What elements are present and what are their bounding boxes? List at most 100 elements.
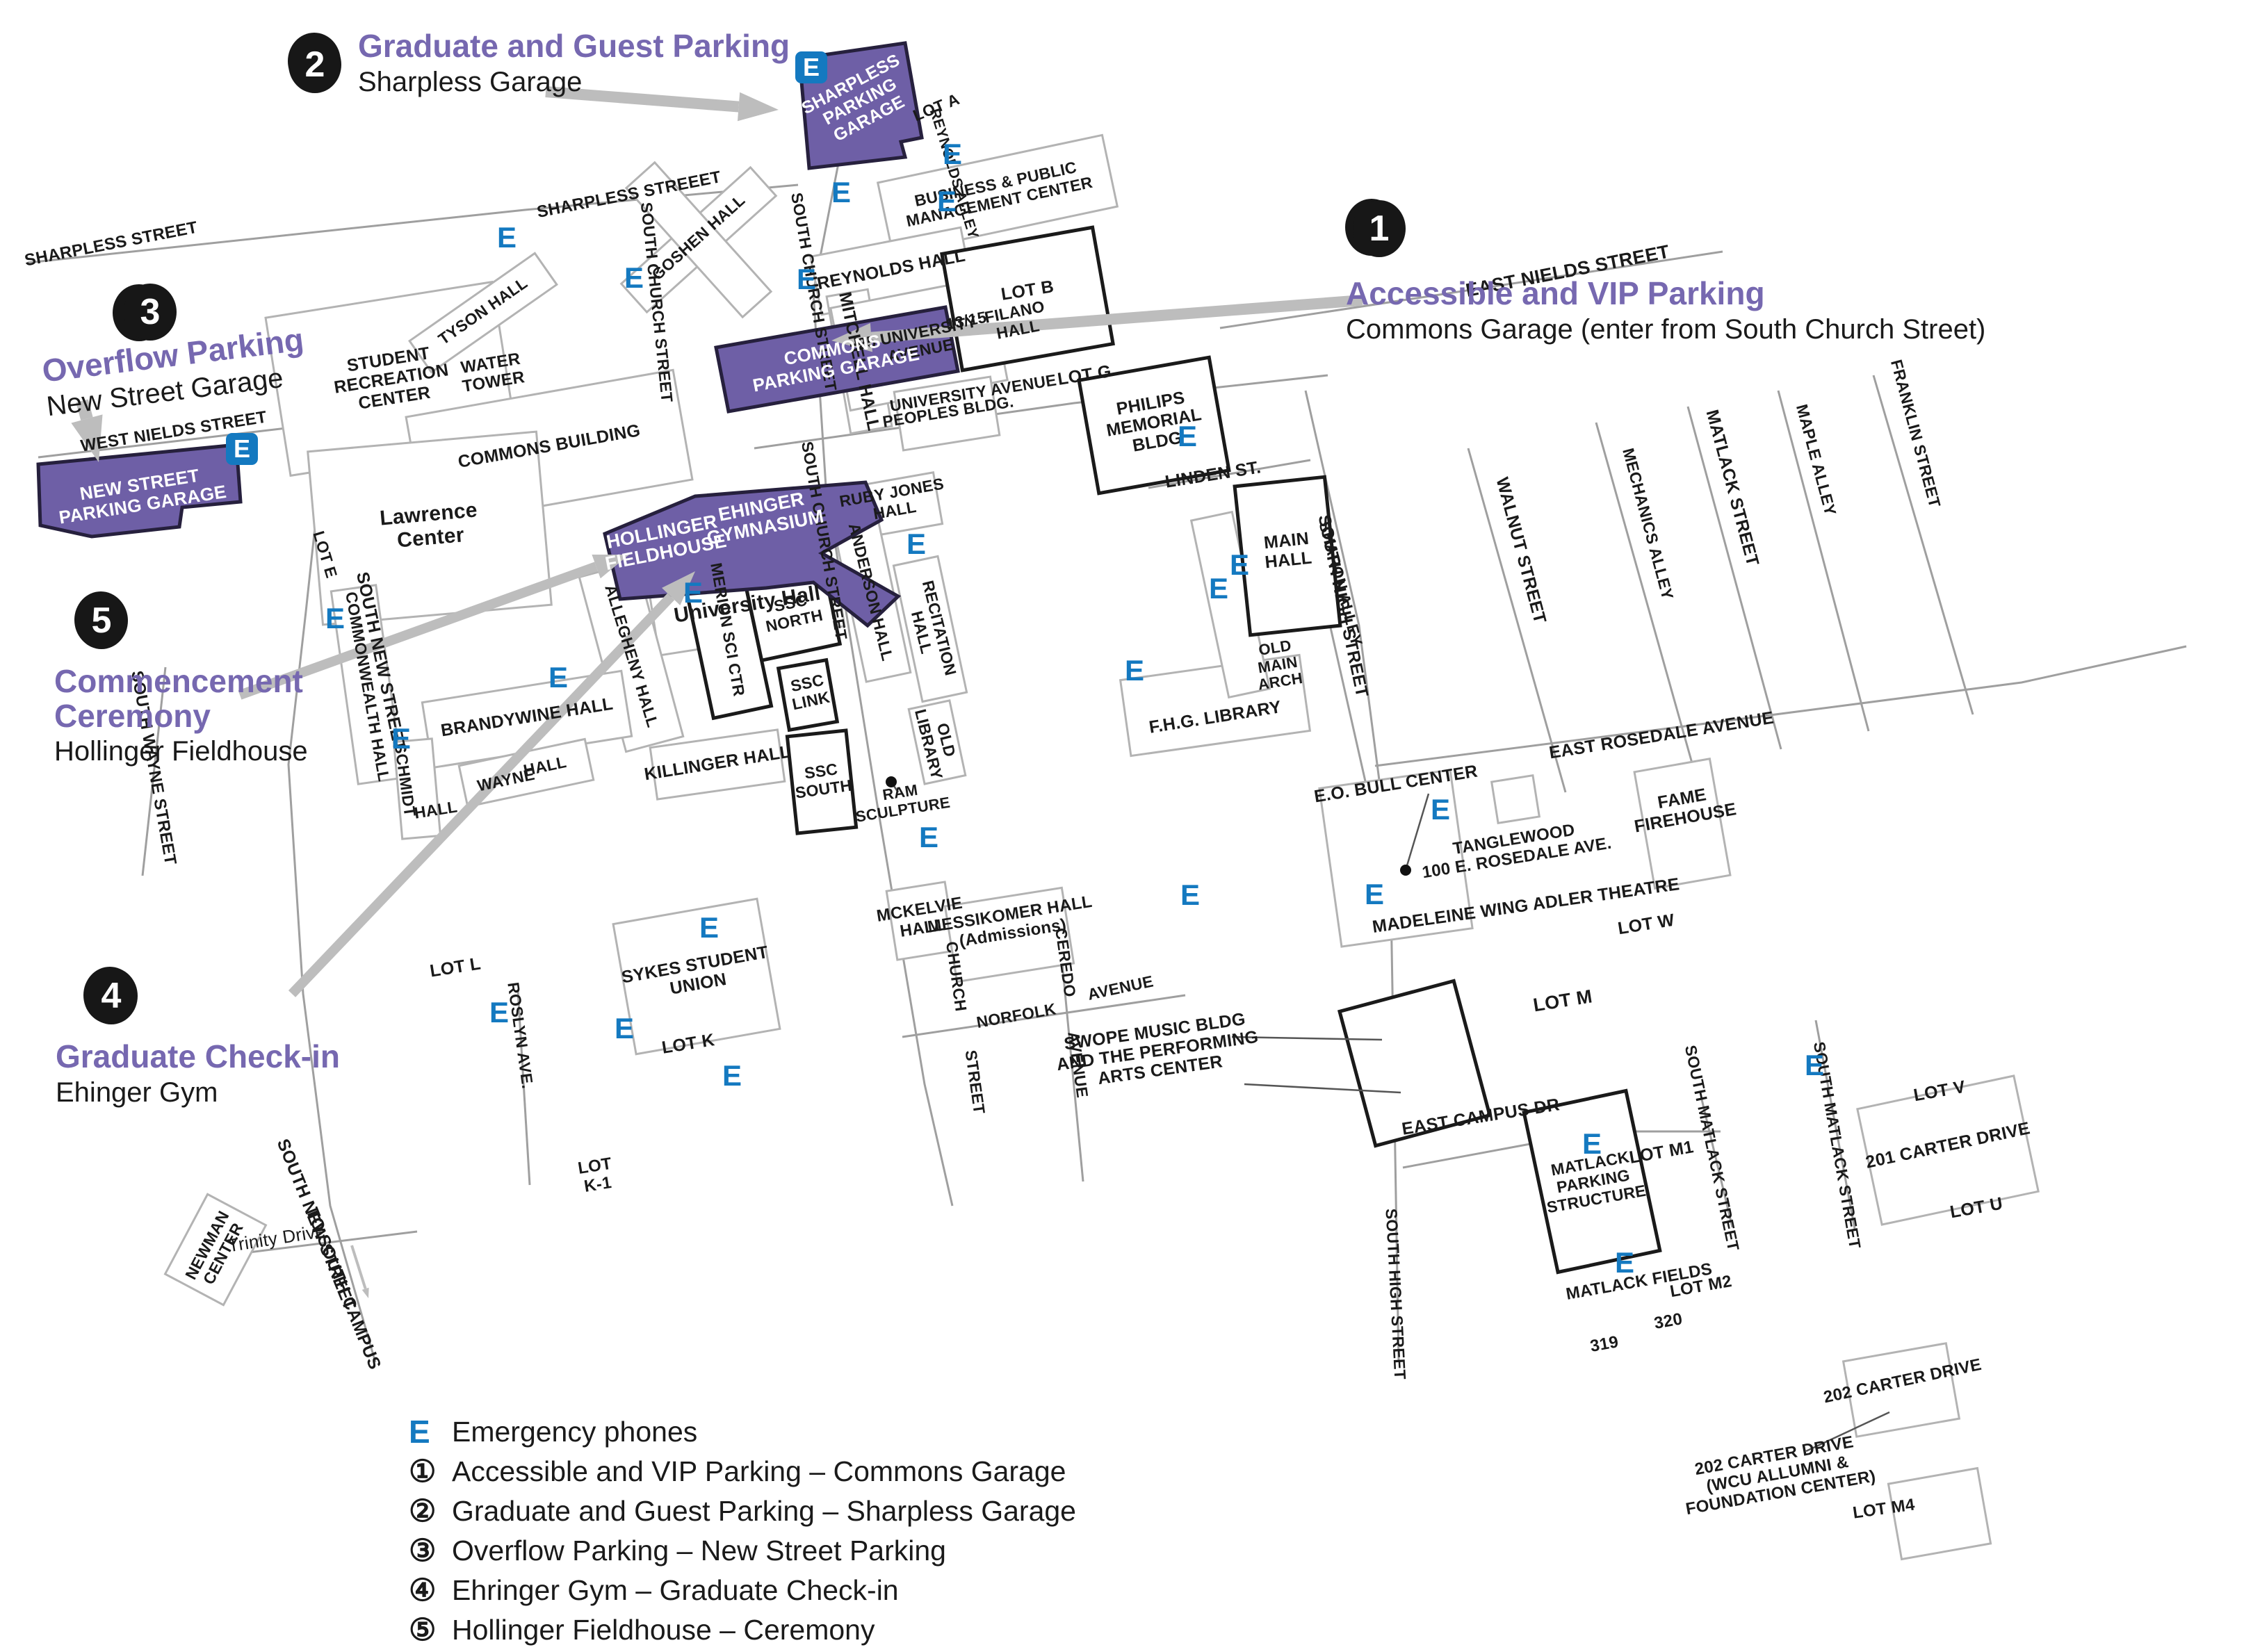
building-outline	[893, 375, 1001, 452]
emergency-phone-marker: E	[699, 911, 719, 944]
building-outline	[1490, 774, 1541, 825]
building-outline	[649, 728, 786, 801]
emergency-phone-icon: E	[409, 1414, 430, 1450]
callout-arrow	[76, 399, 93, 420]
legend-row-5: ⑤ Hollinger Fieldhouse – Ceremony	[409, 1613, 1076, 1647]
callout-title: Graduate Check-in	[56, 1038, 340, 1074]
callout-number-badge: 4	[85, 967, 138, 1024]
building-outline	[1887, 1466, 1992, 1561]
callout-title: Accessible and VIP Parking	[1346, 275, 1765, 311]
road	[248, 1230, 418, 1254]
callout-number-badge: 3	[124, 284, 177, 341]
callout-number-badge: 5	[75, 592, 128, 649]
road	[517, 990, 531, 1186]
building-outline	[624, 161, 773, 319]
road	[1686, 406, 1782, 750]
road	[1467, 448, 1567, 793]
callout-number-badge: 2	[288, 36, 341, 93]
leader-line	[1244, 1083, 1401, 1094]
emergency-phone-marker: E	[936, 185, 957, 218]
callout-arrow-head	[592, 554, 629, 579]
building-outline	[1522, 1088, 1662, 1275]
legend-row-2: ② Graduate and Guest Parking – Sharpless…	[409, 1494, 1076, 1528]
building-outline	[1841, 1342, 1961, 1438]
emergency-phone-marker: E	[325, 602, 345, 635]
building-outline	[163, 1193, 268, 1307]
legend-label: Overflow Parking – New Street Parking	[452, 1534, 946, 1567]
building-outline	[776, 657, 840, 733]
building-outline	[785, 728, 859, 835]
leader-dot	[1400, 865, 1411, 876]
road	[1872, 375, 1974, 715]
legend-row-4: ④ Ehringer Gym – Graduate Check-in	[409, 1573, 1076, 1608]
building-outline	[940, 225, 1115, 373]
callout-arrows-layer	[71, 86, 1363, 1298]
callout-subtitle: Commons Garage (enter from South Church …	[1346, 313, 1986, 345]
map-label: MAIN HALL	[1262, 528, 1313, 573]
emergency-phone-marker: E	[722, 1059, 742, 1092]
legend-label: Ehringer Gym – Graduate Check-in	[452, 1573, 899, 1606]
road	[1777, 390, 1870, 732]
legend-label: Accessible and VIP Parking – Commons Gar…	[452, 1455, 1066, 1487]
legend-number-icon: ③	[409, 1533, 437, 1568]
building-outline	[408, 252, 558, 374]
emergency-phone-marker: E	[614, 1012, 635, 1045]
emergency-phone-marker: E	[624, 261, 644, 294]
emergency-phone-marker: E	[831, 176, 852, 208]
emergency-phone-marker: E	[683, 576, 704, 609]
roads-layer	[27, 156, 2187, 1363]
emergency-phone-marker: E	[1364, 878, 1385, 910]
emergency-phone-marker: E	[906, 528, 927, 560]
callout-arrow	[238, 562, 598, 700]
callout-arrow	[288, 593, 675, 997]
road	[1219, 250, 1723, 329]
legend-row-1: ① Accessible and VIP Parking – Commons G…	[409, 1454, 1076, 1489]
emergency-phone-marker: E	[1582, 1127, 1602, 1160]
building-outline	[1856, 1074, 2040, 1226]
callout-graduate-guest-parking: 2 Graduate and Guest Parking Sharpless G…	[288, 28, 790, 97]
callout-arrow-head	[361, 1287, 369, 1298]
road	[27, 183, 799, 264]
road	[1595, 422, 1695, 769]
emergency-phone-marker: E	[796, 263, 817, 295]
legend-number-icon: ④	[409, 1573, 437, 1608]
buildings-layer	[163, 133, 2040, 1561]
building-outline	[392, 737, 442, 840]
callout-accessible-vip-parking: 1 Accessible and VIP Parking Commons Gar…	[1346, 200, 1985, 345]
highlighted-building	[797, 41, 924, 170]
building-outline	[1337, 979, 1493, 1148]
legend-label: Hollinger Fieldhouse – Ceremony	[452, 1613, 875, 1646]
emergency-phone-marker: E	[1124, 654, 1145, 687]
callout-overflow-parking: 3 Overflow Parking New Street Garage	[40, 284, 306, 423]
legend-number-icon: ①	[409, 1454, 437, 1489]
road	[1374, 645, 2187, 767]
map-legend: E Emergency phones ① Accessible and VIP …	[409, 1414, 1076, 1652]
building-outline	[1077, 355, 1231, 496]
road	[1814, 1020, 1856, 1229]
callout-title: Commencement Ceremony	[54, 663, 303, 734]
road	[902, 994, 1186, 1038]
callout-subtitle: Hollinger Fieldhouse	[54, 736, 308, 767]
building-outline	[307, 430, 553, 626]
building-outline	[330, 584, 405, 785]
callout-arrow	[870, 295, 1363, 343]
building-outline	[1233, 475, 1342, 637]
leader-line	[1404, 793, 1430, 871]
map-label: LOT K-1	[576, 1154, 614, 1196]
emergency-phone-marker: E	[1180, 878, 1201, 911]
emergency-phone-marker: E	[1614, 1246, 1635, 1279]
road	[141, 666, 167, 876]
callout-arrow-head	[71, 414, 103, 462]
legend-row-emergency: E Emergency phones	[409, 1414, 1076, 1450]
emergency-phone-marker: E	[1430, 793, 1451, 826]
legend-row-3: ③ Overflow Parking – New Street Parking	[409, 1533, 1076, 1568]
building-outline	[876, 133, 1119, 256]
leader-line	[1231, 1036, 1383, 1041]
legend-label: Emergency phones	[452, 1415, 698, 1448]
building-outline	[943, 886, 1075, 983]
leader-lines-layer	[886, 776, 1890, 1453]
emergency-phone-marker: E	[1804, 1049, 1825, 1081]
road	[1700, 1099, 1734, 1228]
